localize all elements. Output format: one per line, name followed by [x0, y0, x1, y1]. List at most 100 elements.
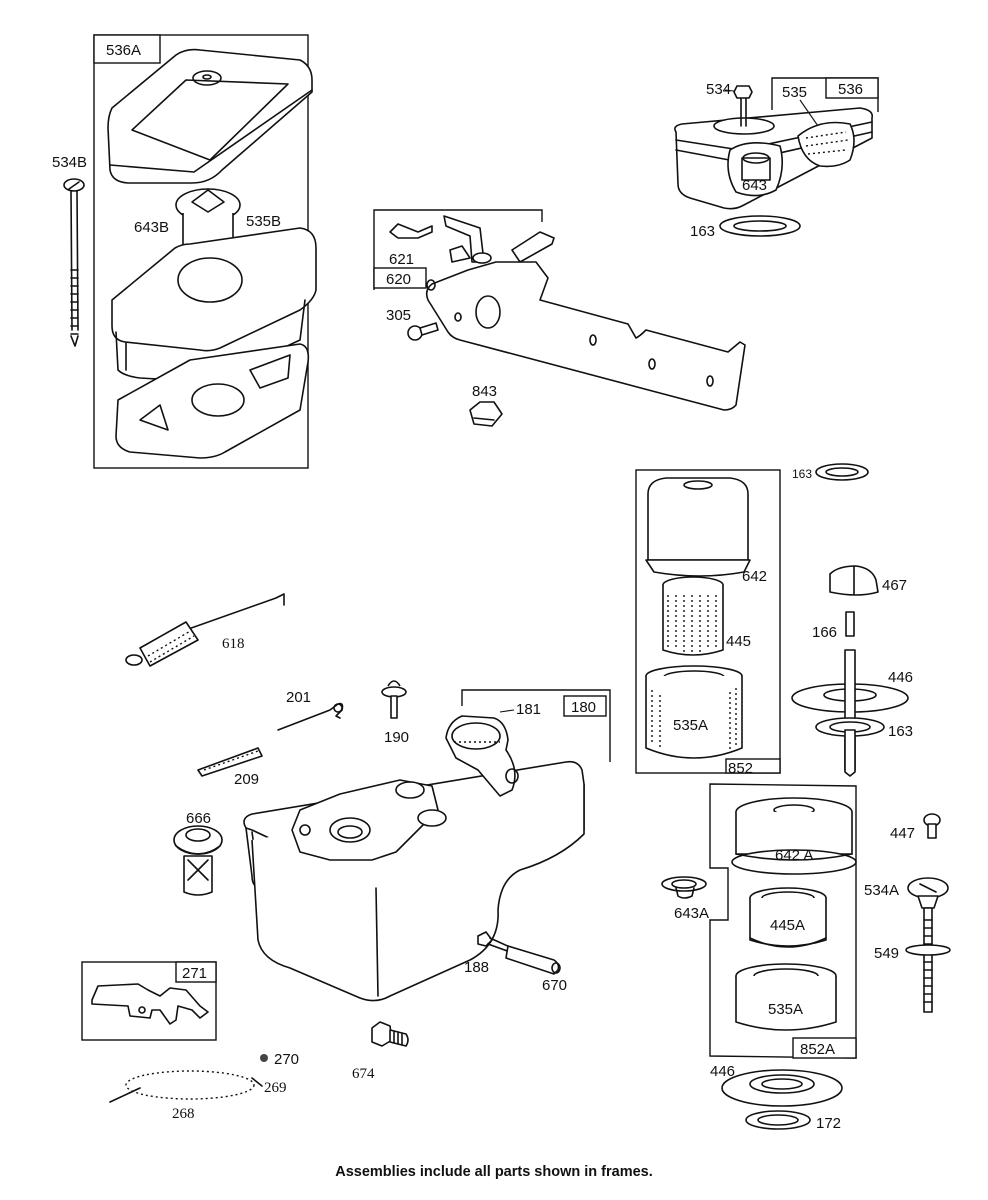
filter-cover-642A: [731, 797, 857, 875]
part-label-643: 643: [742, 177, 767, 194]
assembly-frame-271: 271: [81, 961, 217, 1041]
part-label-166: 166: [812, 624, 837, 641]
frame-271-border: [81, 961, 217, 1041]
assembly-frame-620: 620: [373, 209, 543, 290]
plate-446-and-rod: [791, 649, 909, 777]
screw-534: [733, 85, 753, 127]
part-label-188: 188: [464, 959, 489, 976]
frame-271-label: 271: [182, 965, 207, 982]
assembly-frame-536: 536: [771, 77, 879, 112]
filter-cover-642: [645, 477, 751, 577]
screw-190: [381, 680, 407, 719]
plate-446-lower: [721, 1069, 843, 1107]
part-label-534A: 534A: [864, 882, 899, 899]
spring-209: [197, 747, 263, 777]
part-label-535: 535: [782, 84, 807, 101]
frame-852-tag: [725, 758, 781, 774]
fuel-tank: [243, 715, 585, 1002]
frame-852-border: [635, 469, 781, 774]
precleaner-535A: [645, 665, 743, 759]
bolt-674: [371, 1021, 409, 1047]
part-label-446-mid: 446: [888, 669, 913, 686]
part-label-674: 674: [352, 1066, 375, 1082]
assembly-frame-852A: 852A: [709, 783, 857, 1059]
air-cleaner-base: [115, 343, 310, 459]
part-label-209: 209: [234, 771, 259, 788]
part-label-467: 467: [882, 577, 907, 594]
assembly-frame-180: 180: [461, 689, 611, 762]
frame-620-border: [373, 209, 543, 290]
spring-618: [125, 593, 285, 667]
stud-166: [845, 611, 855, 637]
assembly-frame-852: 852: [635, 469, 781, 777]
nut-467: [829, 565, 879, 596]
frame-180-label: 180: [571, 699, 596, 716]
gasket-163-top: [719, 215, 801, 237]
filter-element-445: [662, 576, 724, 656]
screw-534B: [63, 178, 85, 347]
filter-element-445A: [749, 887, 827, 948]
filter-666: [173, 825, 223, 896]
part-label-446-low: 446: [710, 1063, 735, 1080]
screw-305: [407, 322, 439, 341]
throttle-lever-271: [91, 983, 209, 1025]
screw-534A: [905, 877, 951, 1013]
washer-172: [745, 1110, 811, 1130]
part-label-549: 549: [874, 945, 899, 962]
part-label-445A: 445A: [770, 917, 805, 934]
frame-536A-label: 536A: [106, 42, 141, 59]
link-201: [277, 702, 344, 731]
control-bracket: [425, 215, 746, 411]
diagram-caption: Assemblies include all parts shown in fr…: [335, 1164, 653, 1180]
part-label-181: 181: [516, 701, 541, 718]
gasket-163-mid: [815, 463, 869, 481]
frame-852A-tag: [792, 1037, 857, 1059]
frame-180-border: [461, 689, 611, 762]
air-cleaner-body-536: [674, 107, 874, 210]
part-label-670: 670: [542, 977, 567, 994]
cable-268: [109, 1070, 263, 1103]
part-label-642: 642: [742, 568, 767, 585]
part-label-172: 172: [816, 1115, 841, 1132]
frame-180-tag: [563, 695, 607, 717]
part-label-305: 305: [386, 307, 411, 324]
grommet-643A: [661, 876, 707, 899]
precleaner-535A-852A: [735, 963, 837, 1031]
screw-447: [923, 813, 941, 839]
frame-620-tag: [373, 267, 427, 289]
part-label-534: 534: [706, 81, 731, 98]
part-label-642A: 642 A: [775, 847, 813, 864]
part-label-268: 268: [172, 1106, 195, 1122]
fitting-188-670: [477, 931, 561, 975]
part-label-201: 201: [286, 689, 311, 706]
part-label-534B: 534B: [52, 154, 87, 171]
assembly-frame-536A: 536A: [93, 34, 309, 469]
frame-271-tag: [175, 961, 217, 983]
part-label-163-mid: 163: [792, 467, 812, 481]
part-label-445: 445: [726, 633, 751, 650]
nut-270: [260, 1054, 268, 1062]
part-label-447: 447: [890, 825, 915, 842]
frame-620-label: 620: [386, 271, 411, 288]
part-label-843: 843: [472, 383, 497, 400]
frame-852A-border: [709, 783, 857, 1059]
part-label-163-top: 163: [690, 223, 715, 240]
part-label-643B: 643B: [134, 219, 169, 236]
frame-536A-tag: [93, 34, 161, 64]
frame-536-label: 536: [838, 81, 863, 98]
part-label-535B: 535B: [246, 213, 281, 230]
part-label-643A: 643A: [674, 905, 709, 922]
air-cleaner-cover: [107, 48, 313, 184]
part-label-666: 666: [186, 810, 211, 827]
frame-852A-label: 852A: [800, 1041, 835, 1058]
frame-852-label: 852: [728, 760, 753, 777]
part-label-163-low: 163: [888, 723, 913, 740]
part-label-535A-852A: 535A: [768, 1001, 803, 1018]
link-621: [389, 223, 433, 239]
part-label-621: 621: [389, 251, 414, 268]
frame-536-tag: [825, 77, 879, 99]
part-label-618: 618: [222, 636, 245, 652]
clip-843: [469, 401, 503, 427]
part-label-270: 270: [274, 1051, 299, 1068]
